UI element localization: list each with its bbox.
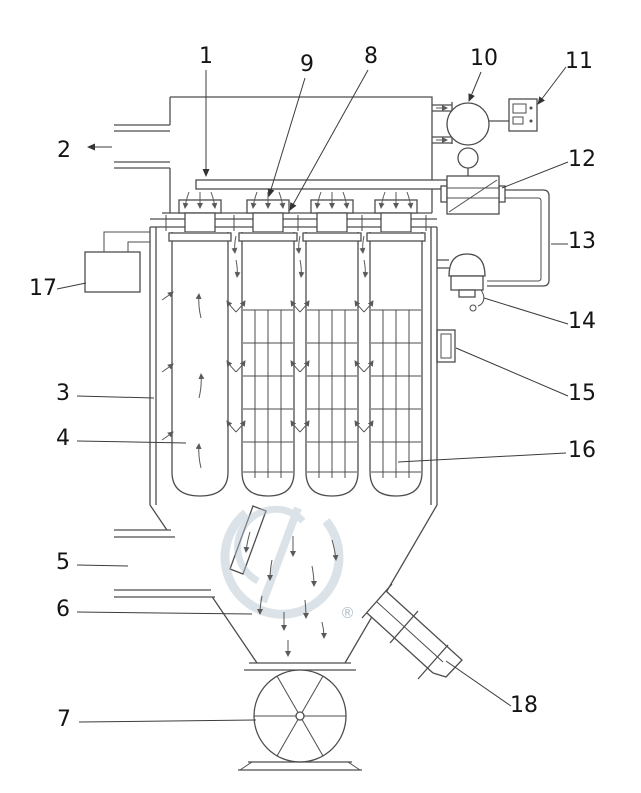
part-label-17: 17 [29,276,57,301]
part-label-4: 4 [56,426,70,451]
part-label-3: 3 [56,381,70,406]
part-label-12: 12 [568,147,596,172]
part-label-9: 9 [300,52,314,77]
inlet-duct [114,529,215,598]
flow-arrows [161,105,448,657]
part-label-11: 11 [565,49,593,74]
part-label-6: 6 [56,597,70,622]
part-label-1: 1 [199,44,213,69]
part-label-7: 7 [57,707,71,732]
part-label-10: 10 [470,46,498,71]
clean-air-plenum [169,96,433,213]
air-supply-pipe [487,189,550,287]
part-label-16: 16 [568,438,596,463]
watermark-logo [220,505,344,619]
rotary-valve [238,662,362,771]
part-label-13: 13 [568,229,596,254]
filter-bag-1 [168,232,232,497]
part-label-18: 18 [510,693,538,718]
filter-bag-3 [302,232,362,497]
diaphragm-valve [437,253,486,312]
registered-trademark: ® [340,604,355,622]
air-tank [446,102,509,176]
discharge-valve [361,583,463,680]
pulse-controller [508,98,538,132]
control-box [84,231,150,293]
outlet-duct [114,124,170,169]
part-label-8: 8 [364,44,378,69]
part-label-2: 2 [57,138,71,163]
part-label-14: 14 [568,309,596,334]
part-labels: 1 2 3 4 5 6 7 8 9 10 11 12 13 14 15 16 1… [29,44,596,732]
leader-lines [56,66,569,723]
body-shell [149,227,438,505]
wall-fitting [436,329,456,363]
part-label-15: 15 [568,381,596,406]
pulse-valve [440,175,506,215]
part-label-5: 5 [56,550,70,575]
blow-pipe-header [195,179,448,190]
filter-bag-2 [238,232,298,497]
filter-bag-4 [366,232,426,497]
